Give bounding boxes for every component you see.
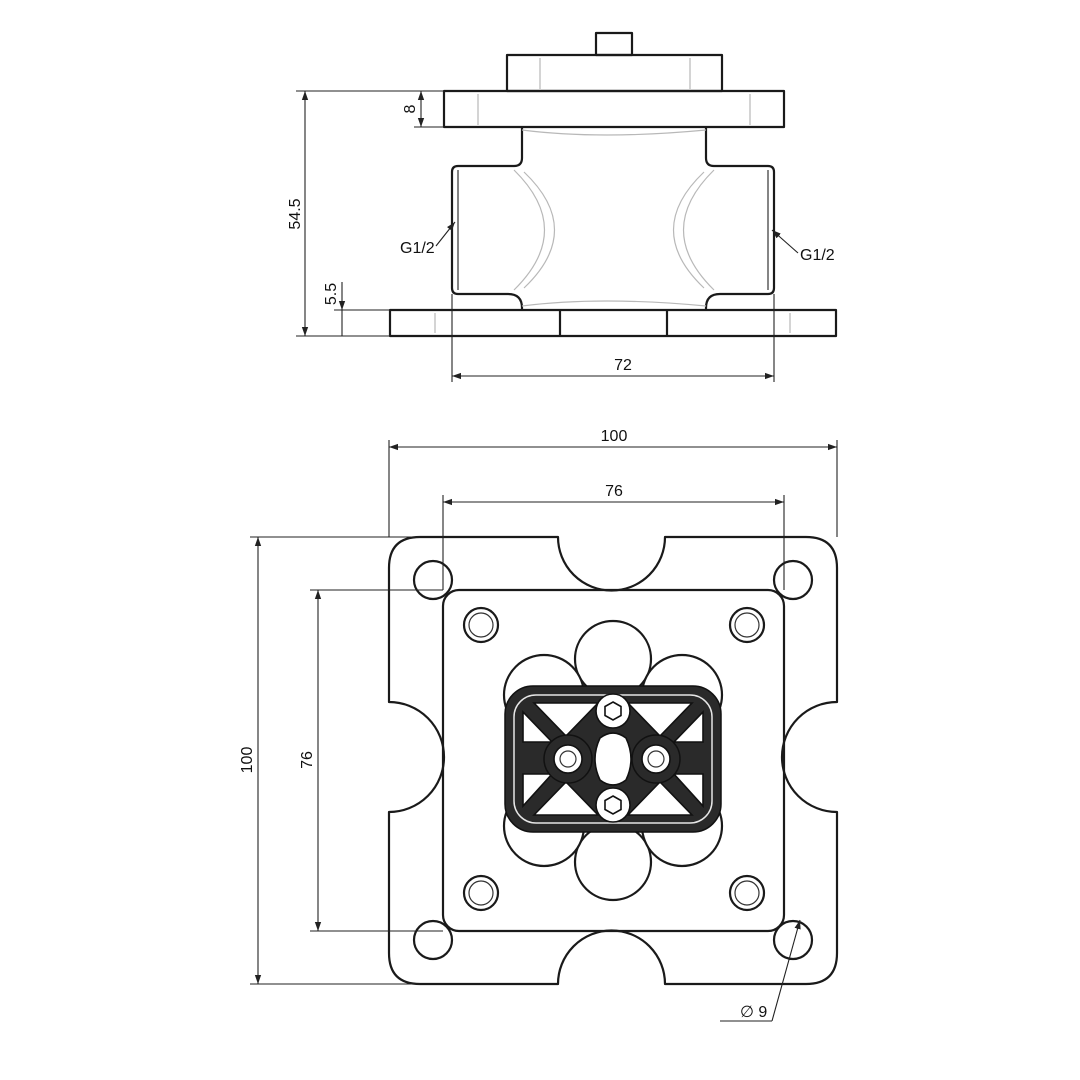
port-right-label: G1/2 [800,247,835,264]
corner-hole-tl [412,559,454,601]
corner-hole-br [772,919,814,961]
top-view: 100 76 100 76 ∅ 9 [239,428,839,1022]
base-plate [388,308,838,338]
port-left-label: G1/2 [400,240,435,257]
top-flange [442,89,786,129]
dim-hole-diameter: ∅ 9 [740,1004,767,1021]
dim-outer-height: 100 [239,747,256,774]
valve-body [450,127,776,310]
side-view: 54.5 8 5.5 G1/2 G1/2 72 [287,31,838,382]
top-pin [594,31,634,57]
valve-top-plate [504,685,722,833]
dim-height-total: 54.5 [287,198,304,229]
dim-inner-width: 76 [605,483,623,500]
dim-base-thickness: 5.5 [323,283,340,305]
dim-inner-height: 76 [299,751,316,769]
dim-flange-thickness: 8 [402,104,419,113]
corner-hole-bl [412,919,454,961]
corner-hole-tr [772,559,814,601]
dim-body-width: 72 [614,357,632,374]
dim-outer-width: 100 [601,428,628,445]
inner-plate [441,588,786,933]
